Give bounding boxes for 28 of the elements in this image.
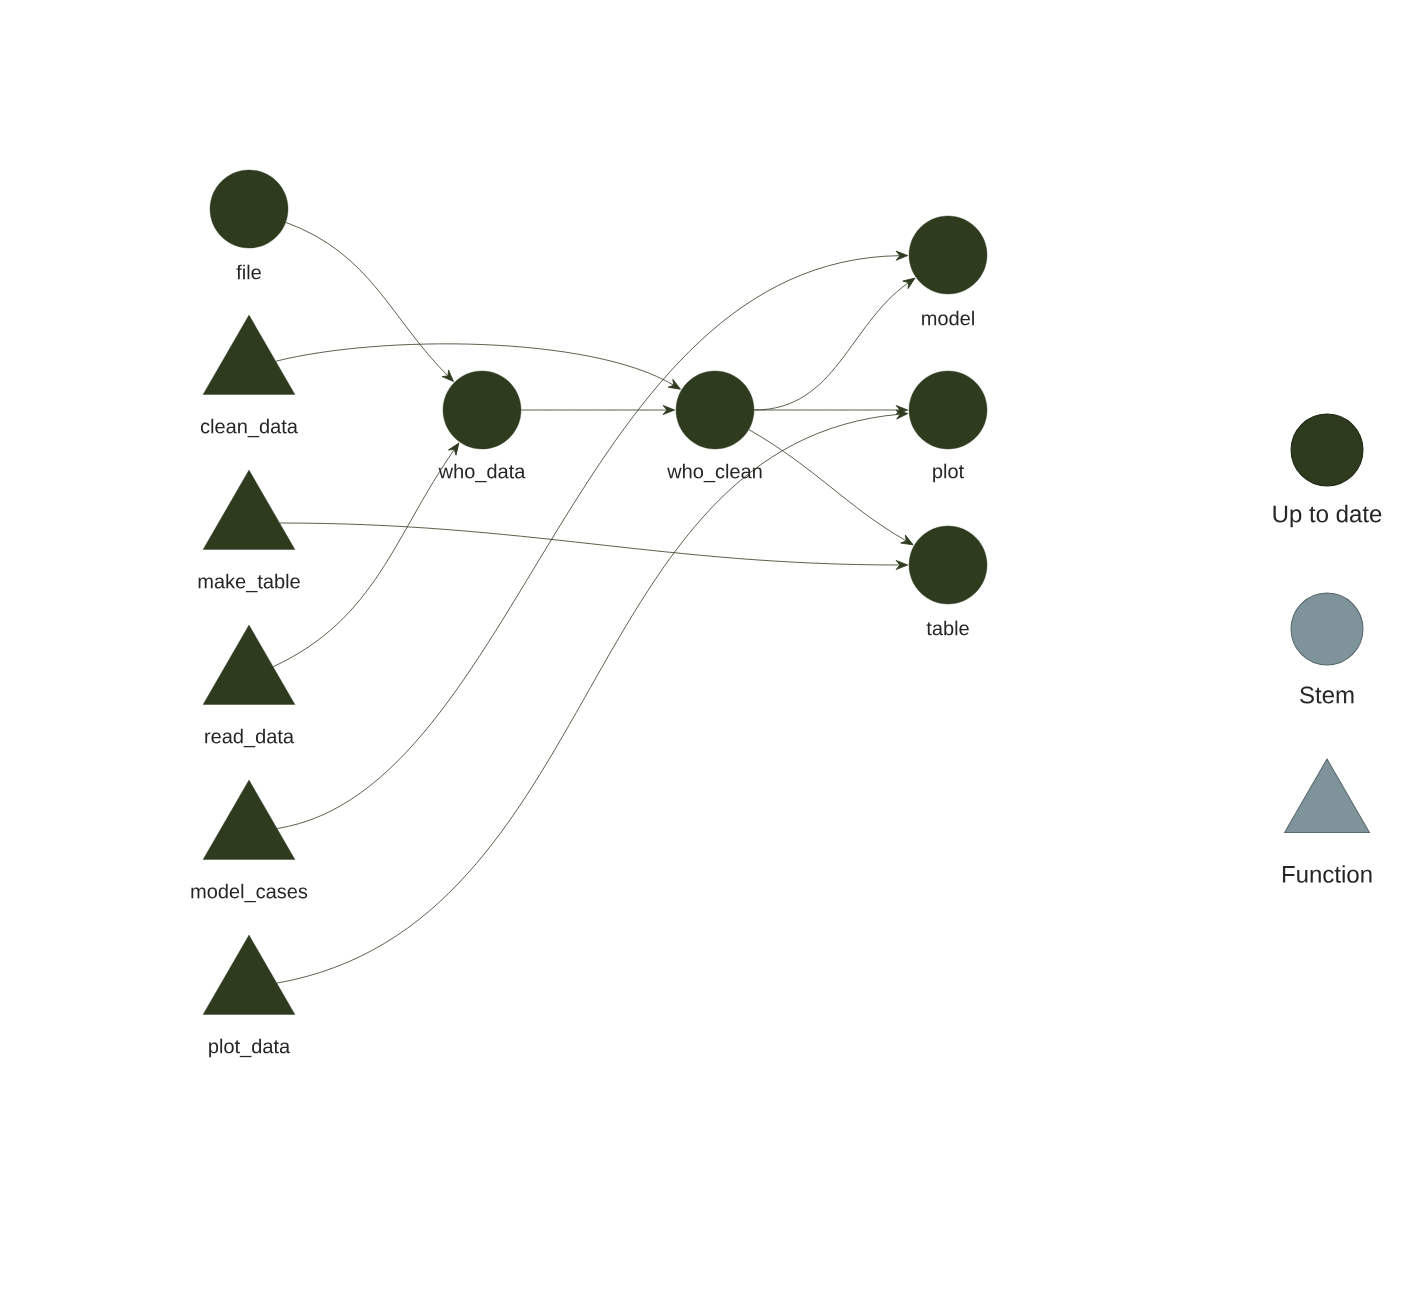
arrow [279,522,909,570]
function-triangle: model_cases [191,779,308,903]
function-triangle: read_data [202,624,296,748]
arrow [748,429,914,546]
node-label: who_data [438,463,526,483]
function-triangle: make_table [198,469,300,593]
node-label: who_clean [667,463,762,483]
node-label: model [922,310,974,326]
node-label: file [236,264,261,280]
function-triangle: clean_data [200,314,298,438]
arrow [272,442,460,668]
arrow [285,222,454,382]
node-label: make_table [198,573,300,593]
node-label: clean_data [200,418,298,438]
legend-label: Up to date [1273,504,1382,528]
arrow [520,405,676,415]
arrow [753,405,909,415]
arrow [275,343,681,390]
node-label: plot_data [209,1038,291,1058]
node-label: table [926,620,969,636]
legend-label: Function [1282,865,1372,883]
node-label: plot [933,463,964,483]
arrow [276,250,909,829]
legend-label: Stem [1300,686,1354,704]
arrow [276,409,909,984]
node-label: read_data [205,728,295,748]
node-label: model_cases [191,883,308,903]
function-triangle: plot_data [202,934,296,1058]
